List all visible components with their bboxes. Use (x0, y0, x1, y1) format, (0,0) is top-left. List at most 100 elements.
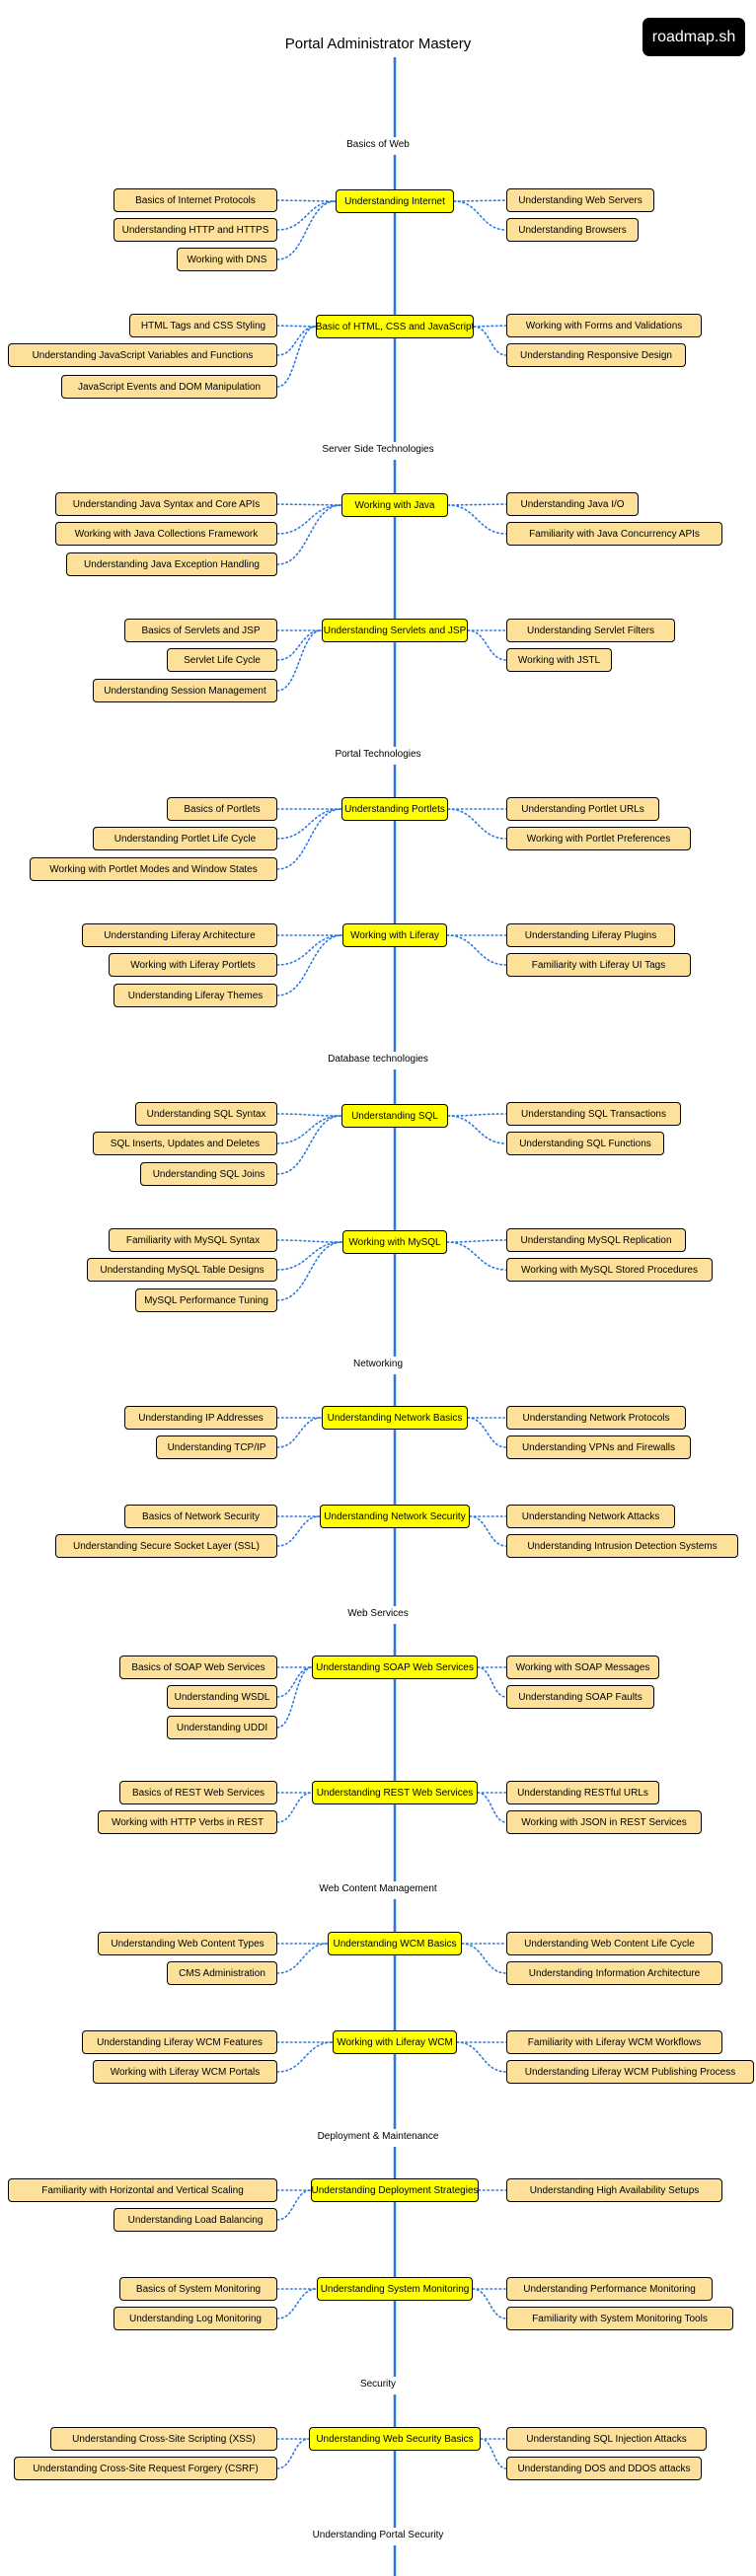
connector-line (276, 629, 323, 661)
subtopic-understanding-servlet-filters[interactable]: Understanding Servlet Filters (506, 619, 675, 642)
subtopic-familiarity-with-mysql-syntax[interactable]: Familiarity with MySQL Syntax (109, 1228, 277, 1252)
topic-working-with-mysql[interactable]: Working with MySQL (342, 1230, 447, 1254)
subtopic-understanding-soap-faults[interactable]: Understanding SOAP Faults (506, 1685, 654, 1709)
connector-line (477, 1666, 507, 1698)
subtopic-understanding-liferay-plugins[interactable]: Understanding Liferay Plugins (506, 923, 675, 947)
subtopic-understanding-browsers[interactable]: Understanding Browsers (506, 218, 639, 242)
subtopic-understanding-load-balancing[interactable]: Understanding Load Balancing (113, 2208, 277, 2232)
topic-understanding-portlets[interactable]: Understanding Portlets (341, 797, 448, 821)
topic-understanding-soap-web-services[interactable]: Understanding SOAP Web Services (312, 1656, 478, 1679)
subtopic-familiarity-with-liferay-ui-tags[interactable]: Familiarity with Liferay UI Tags (506, 953, 691, 977)
subtopic-basics-of-soap-web-services[interactable]: Basics of SOAP Web Services (119, 1656, 277, 1679)
subtopic-understanding-sql-transactions[interactable]: Understanding SQL Transactions (506, 1102, 681, 1126)
subtopic-cms-administration[interactable]: CMS Administration (167, 1961, 277, 1985)
topic-working-with-java[interactable]: Working with Java (341, 493, 448, 517)
topic-understanding-wcm-basics[interactable]: Understanding WCM Basics (328, 1932, 462, 1955)
subtopic-basics-of-system-monitoring[interactable]: Basics of System Monitoring (119, 2277, 277, 2301)
subtopic-mysql-performance-tuning[interactable]: MySQL Performance Tuning (135, 1288, 277, 1312)
subtopic-working-with-portlet-preferences[interactable]: Working with Portlet Preferences (506, 827, 691, 850)
section-label-security: Security (359, 2379, 397, 2390)
subtopic-working-with-jstl[interactable]: Working with JSTL (506, 648, 612, 672)
subtopic-understanding-dos-and-ddos-attacks[interactable]: Understanding DOS and DDOS attacks (506, 2457, 702, 2480)
topic-basic-of-html-css-and-javascript[interactable]: Basic of HTML, CSS and JavaScript (316, 315, 474, 338)
subtopic-understanding-java-i-o[interactable]: Understanding Java I/O (506, 492, 639, 516)
subtopic-understanding-portlet-life-cycle[interactable]: Understanding Portlet Life Cycle (93, 827, 277, 850)
subtopic-understanding-wsdl[interactable]: Understanding WSDL (167, 1685, 277, 1709)
roadmap-brand-link[interactable]: roadmap.sh (643, 18, 745, 56)
subtopic-understanding-secure-socket-layer-ssl[interactable]: Understanding Secure Socket Layer (SSL) (55, 1534, 277, 1558)
subtopic-understanding-javascript-variables-and-functions[interactable]: Understanding JavaScript Variables and F… (8, 343, 277, 367)
topic-understanding-deployment-strategies[interactable]: Understanding Deployment Strategies (311, 2178, 479, 2202)
subtopic-understanding-sql-syntax[interactable]: Understanding SQL Syntax (135, 1102, 277, 1126)
subtopic-working-with-mysql-stored-procedures[interactable]: Working with MySQL Stored Procedures (506, 1258, 713, 1282)
topic-understanding-sql[interactable]: Understanding SQL (341, 1104, 448, 1128)
subtopic-working-with-java-collections-framework[interactable]: Working with Java Collections Framework (55, 522, 277, 546)
connector-line (276, 629, 323, 692)
topic-understanding-system-monitoring[interactable]: Understanding System Monitoring (317, 2277, 473, 2301)
subtopic-working-with-portlet-modes-and-window-states[interactable]: Working with Portlet Modes and Window St… (30, 857, 277, 881)
subtopic-understanding-liferay-wcm-publishing-process[interactable]: Understanding Liferay WCM Publishing Pro… (506, 2060, 754, 2084)
subtopic-working-with-http-verbs-in-rest[interactable]: Working with HTTP Verbs in REST (98, 1810, 277, 1834)
subtopic-understanding-liferay-themes[interactable]: Understanding Liferay Themes (113, 984, 277, 1007)
subtopic-understanding-high-availability-setups[interactable]: Understanding High Availability Setups (506, 2178, 722, 2202)
subtopic-understanding-sql-joins[interactable]: Understanding SQL Joins (140, 1162, 277, 1186)
topic-understanding-internet[interactable]: Understanding Internet (336, 189, 454, 213)
subtopic-understanding-web-content-types[interactable]: Understanding Web Content Types (98, 1932, 277, 1955)
subtopic-understanding-network-attacks[interactable]: Understanding Network Attacks (506, 1505, 675, 1528)
topic-working-with-liferay-wcm[interactable]: Working with Liferay WCM (333, 2030, 457, 2054)
topic-understanding-network-security[interactable]: Understanding Network Security (320, 1505, 470, 1528)
subtopic-understanding-web-servers[interactable]: Understanding Web Servers (506, 188, 654, 212)
topic-understanding-network-basics[interactable]: Understanding Network Basics (322, 1406, 468, 1430)
subtopic-working-with-json-in-rest-services[interactable]: Working with JSON in REST Services (506, 1810, 702, 1834)
subtopic-understanding-mysql-table-designs[interactable]: Understanding MySQL Table Designs (87, 1258, 277, 1282)
subtopic-understanding-liferay-wcm-features[interactable]: Understanding Liferay WCM Features (82, 2030, 277, 2054)
subtopic-understanding-java-exception-handling[interactable]: Understanding Java Exception Handling (66, 552, 277, 576)
subtopic-familiarity-with-java-concurrency-apis[interactable]: Familiarity with Java Concurrency APIs (506, 522, 722, 546)
subtopic-understanding-restful-urls[interactable]: Understanding RESTful URLs (506, 1781, 659, 1804)
subtopic-understanding-ip-addresses[interactable]: Understanding IP Addresses (124, 1406, 277, 1430)
subtopic-basics-of-servlets-and-jsp[interactable]: Basics of Servlets and JSP (124, 619, 277, 642)
subtopic-understanding-mysql-replication[interactable]: Understanding MySQL Replication (506, 1228, 686, 1252)
subtopic-understanding-intrusion-detection-systems[interactable]: Understanding Intrusion Detection System… (506, 1534, 738, 1558)
subtopic-understanding-responsive-design[interactable]: Understanding Responsive Design (506, 343, 686, 367)
subtopic-understanding-tcp-ip[interactable]: Understanding TCP/IP (156, 1435, 277, 1459)
connector-line (276, 1113, 342, 1117)
subtopic-servlet-life-cycle[interactable]: Servlet Life Cycle (167, 648, 277, 672)
subtopic-understanding-liferay-architecture[interactable]: Understanding Liferay Architecture (82, 923, 277, 947)
subtopic-understanding-cross-site-request-forgery-csrf[interactable]: Understanding Cross-Site Request Forgery… (14, 2457, 277, 2480)
subtopic-understanding-sql-functions[interactable]: Understanding SQL Functions (506, 1132, 664, 1155)
subtopic-working-with-forms-and-validations[interactable]: Working with Forms and Validations (506, 314, 702, 337)
subtopic-sql-inserts-updates-and-deletes[interactable]: SQL Inserts, Updates and Deletes (93, 1132, 277, 1155)
subtopic-basics-of-rest-web-services[interactable]: Basics of REST Web Services (119, 1781, 277, 1804)
subtopic-basics-of-internet-protocols[interactable]: Basics of Internet Protocols (113, 188, 277, 212)
subtopic-html-tags-and-css-styling[interactable]: HTML Tags and CSS Styling (129, 314, 277, 337)
subtopic-understanding-cross-site-scripting-xss[interactable]: Understanding Cross-Site Scripting (XSS) (50, 2427, 277, 2451)
subtopic-understanding-performance-monitoring[interactable]: Understanding Performance Monitoring (506, 2277, 713, 2301)
subtopic-familiarity-with-system-monitoring-tools[interactable]: Familiarity with System Monitoring Tools (506, 2307, 733, 2330)
subtopic-understanding-information-architecture[interactable]: Understanding Information Architecture (506, 1961, 722, 1985)
subtopic-understanding-http-and-https[interactable]: Understanding HTTP and HTTPS (113, 218, 277, 242)
topic-understanding-rest-web-services[interactable]: Understanding REST Web Services (312, 1781, 478, 1804)
connector-line (276, 808, 342, 840)
subtopic-understanding-vpns-and-firewalls[interactable]: Understanding VPNs and Firewalls (506, 1435, 691, 1459)
subtopic-basics-of-network-security[interactable]: Basics of Network Security (124, 1505, 277, 1528)
subtopic-understanding-web-content-life-cycle[interactable]: Understanding Web Content Life Cycle (506, 1932, 713, 1955)
subtopic-understanding-java-syntax-and-core-apis[interactable]: Understanding Java Syntax and Core APIs (55, 492, 277, 516)
subtopic-javascript-events-and-dom-manipulation[interactable]: JavaScript Events and DOM Manipulation (61, 375, 277, 399)
subtopic-understanding-sql-injection-attacks[interactable]: Understanding SQL Injection Attacks (506, 2427, 707, 2451)
topic-understanding-web-security-basics[interactable]: Understanding Web Security Basics (309, 2427, 481, 2451)
subtopic-understanding-portlet-urls[interactable]: Understanding Portlet URLs (506, 797, 659, 821)
topic-working-with-liferay[interactable]: Working with Liferay (342, 923, 447, 947)
subtopic-understanding-network-protocols[interactable]: Understanding Network Protocols (506, 1406, 686, 1430)
subtopic-working-with-dns[interactable]: Working with DNS (177, 248, 277, 271)
subtopic-familiarity-with-horizontal-and-vertical-scaling[interactable]: Familiarity with Horizontal and Vertical… (8, 2178, 277, 2202)
subtopic-understanding-session-management[interactable]: Understanding Session Management (93, 679, 277, 702)
subtopic-basics-of-portlets[interactable]: Basics of Portlets (167, 797, 277, 821)
subtopic-working-with-liferay-portlets[interactable]: Working with Liferay Portlets (109, 953, 277, 977)
subtopic-familiarity-with-liferay-wcm-workflows[interactable]: Familiarity with Liferay WCM Workflows (506, 2030, 722, 2054)
subtopic-working-with-soap-messages[interactable]: Working with SOAP Messages (506, 1656, 659, 1679)
subtopic-understanding-uddi[interactable]: Understanding UDDI (167, 1716, 277, 1739)
subtopic-understanding-log-monitoring[interactable]: Understanding Log Monitoring (113, 2307, 277, 2330)
topic-understanding-servlets-and-jsp[interactable]: Understanding Servlets and JSP (322, 619, 468, 642)
subtopic-working-with-liferay-wcm-portals[interactable]: Working with Liferay WCM Portals (93, 2060, 277, 2084)
